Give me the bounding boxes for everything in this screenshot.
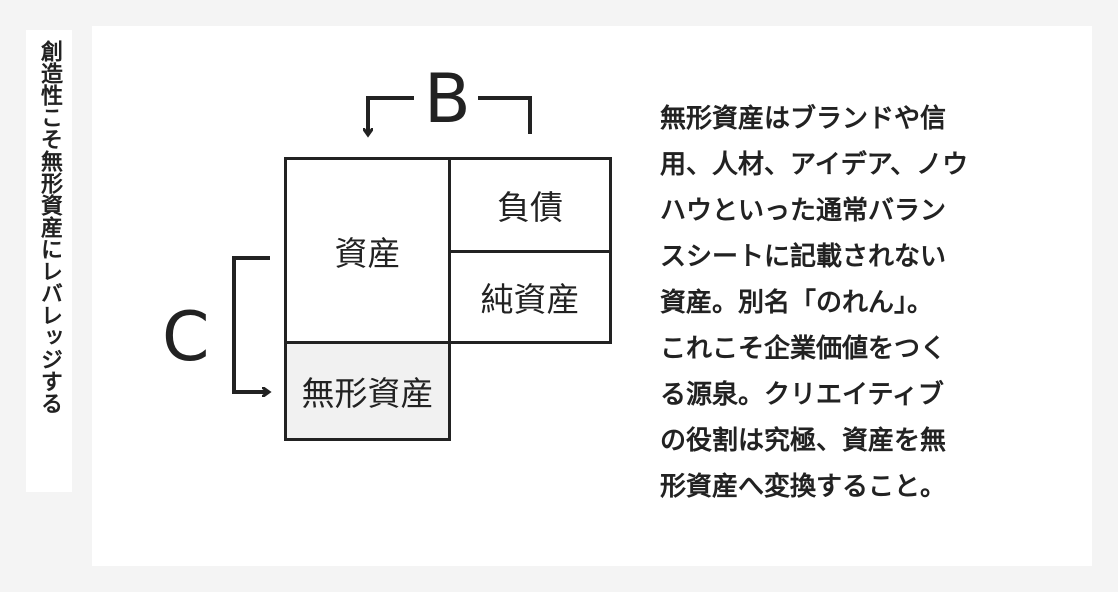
arrow-b (368, 96, 414, 134)
cell-intangible-assets: 無形資産 (284, 341, 451, 441)
vertical-title: 創造性こそ無形資産にレバレッジする (37, 40, 62, 414)
cell-liabilities: 負債 (448, 157, 612, 253)
cell-assets: 資産 (284, 157, 451, 344)
description-line: 資産。別名「のれん」。 (660, 288, 934, 318)
description-line: 無形資産はブランドや信 (660, 104, 947, 134)
label-c: C (162, 298, 210, 377)
bracket-b-right (478, 96, 532, 134)
arrow-c (232, 256, 270, 392)
diagram-arrows (232, 96, 532, 566)
description-line: る源泉。クリエイティブ (660, 380, 944, 410)
description-line: の役割は究極、資産を無 (660, 426, 947, 456)
description-text: 無形資産はブランドや信 用、人材、アイデア、ノウ ハウといった通常バラン スシー… (660, 96, 980, 510)
content-panel: B C 資産 負債 純資産 無形資産 無形資産はブランドや信 用、人材、アイデア… (92, 26, 1092, 566)
description-line: スシートに記載されない (660, 242, 947, 272)
vertical-title-tab: 創造性こそ無形資産にレバレッジする (26, 30, 72, 492)
description-line: ハウといった通常バラン (660, 196, 947, 226)
cell-net-assets: 純資産 (448, 250, 612, 344)
description-line: 形資産へ変換すること。 (660, 472, 947, 502)
balance-sheet-diagram: B C 資産 負債 純資産 無形資産 (92, 26, 1092, 566)
label-b: B (424, 60, 471, 139)
description-line: これこそ企業価値をつく (660, 334, 947, 364)
description-line: 用、人材、アイデア、ノウ (660, 150, 969, 180)
